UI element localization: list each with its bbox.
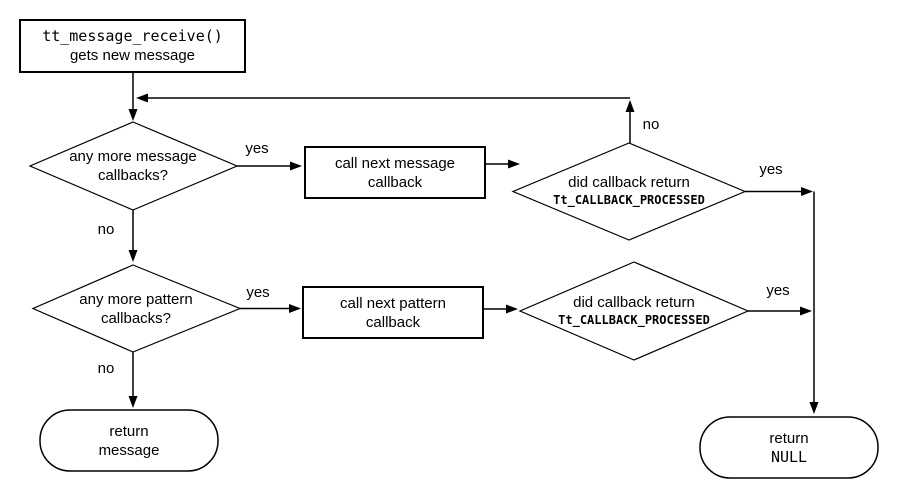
arrowhead-right-icon: [801, 187, 813, 196]
arrowhead-down-icon: [128, 250, 138, 262]
arrowhead-right-icon: [508, 159, 520, 169]
start-node-box: [19, 19, 246, 73]
arrowhead-left-icon: [136, 93, 148, 103]
message-processed-decision-diamond: [511, 142, 747, 241]
pattern-processed-decision-diamond: [518, 261, 750, 361]
return-null-terminal: [699, 416, 879, 479]
arrowhead-down-icon: [128, 396, 138, 408]
arrowhead-right-icon: [290, 161, 302, 171]
message-decision-diamond: [28, 121, 239, 211]
return-message-terminal: [39, 409, 219, 472]
arrowhead-right-icon: [289, 304, 301, 313]
pattern-process-box: [302, 286, 484, 339]
arrowhead-right-icon: [800, 306, 812, 316]
arrowhead-right-icon: [506, 304, 518, 314]
arrowhead-down-icon: [809, 402, 819, 414]
arrowhead-down-icon: [128, 109, 138, 121]
pattern-decision-diamond: [31, 264, 242, 353]
message-process-box: [304, 146, 486, 199]
arrowhead-up-icon: [625, 100, 635, 112]
